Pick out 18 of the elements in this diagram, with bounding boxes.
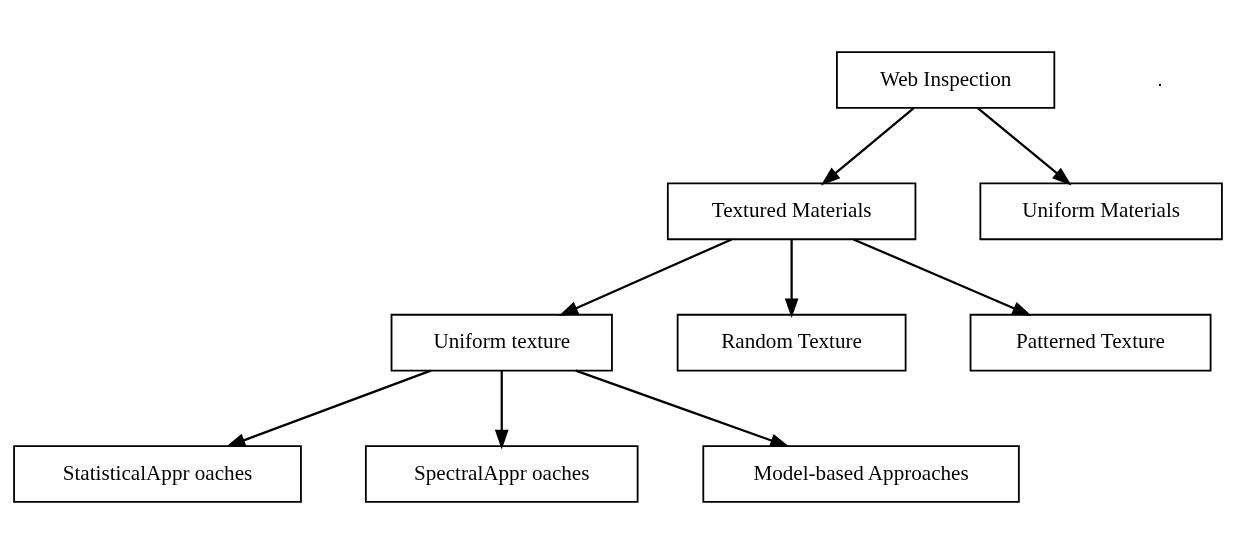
arrow bbox=[784, 239, 799, 319]
arrow bbox=[575, 369, 790, 448]
node-box: StatisticalAppr oaches bbox=[13, 445, 302, 503]
node-box: SpectralAppr oaches bbox=[364, 445, 639, 503]
node-box: Model-based Approaches bbox=[702, 445, 1020, 503]
node-box: Patterned Texture bbox=[969, 313, 1212, 372]
node-box: Textured Materials bbox=[666, 182, 917, 241]
arrow bbox=[977, 107, 1072, 186]
node-box: Web Inspection bbox=[836, 51, 1056, 109]
arrow bbox=[225, 369, 432, 448]
node-box: Uniform Materials bbox=[979, 182, 1223, 241]
node-box: Random Texture bbox=[676, 313, 907, 372]
node-box: Uniform texture bbox=[390, 313, 613, 372]
arrow bbox=[494, 370, 509, 450]
label: . bbox=[1157, 66, 1163, 90]
arrow bbox=[853, 238, 1032, 316]
arrow bbox=[558, 238, 733, 316]
arrow bbox=[820, 107, 915, 186]
